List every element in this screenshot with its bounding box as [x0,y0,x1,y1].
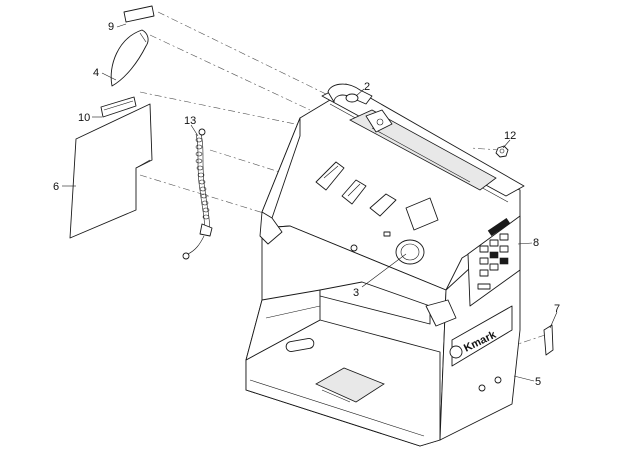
console-frame: Kmark [245,83,525,447]
top-recess [349,109,497,191]
inner-back-wall [245,289,321,361]
callout-5: 5 [535,376,541,388]
part-2-lifting-handle [327,83,393,133]
part-9-small-decal [123,5,155,23]
alignment-lines [139,11,546,346]
left-bracket [259,211,283,245]
callout-10: 10 [78,112,90,124]
callout-2: 2 [364,81,370,93]
callout-13: 13 [184,115,196,127]
part-10-decal [100,96,137,118]
part-7-strip-decal [543,324,554,356]
panel-controls [315,161,439,265]
panel-round-port [395,239,425,265]
callout-6: 6 [53,181,59,193]
callout-12: 12 [504,130,516,142]
callout-3: 3 [353,287,359,299]
chain-links [195,137,210,220]
part-6-side-panel [69,103,153,239]
panel-display-window [405,197,439,231]
brand-logo-icon [449,345,463,359]
part-13-cable-chain [182,128,213,260]
right-lower-bracket [425,299,457,327]
part-4-window-lens [110,29,149,87]
part-12-nut [495,145,509,158]
leader-lines [62,23,558,382]
callout-8: 8 [533,237,539,249]
callout-7: 7 [554,303,560,315]
callout-labels: 9 4 10 6 13 2 12 8 3 7 5 [53,21,560,388]
callout-4: 4 [93,67,99,79]
control-decal-details [477,217,511,290]
floor-recess [315,367,385,403]
callout-9: 9 [108,21,114,33]
